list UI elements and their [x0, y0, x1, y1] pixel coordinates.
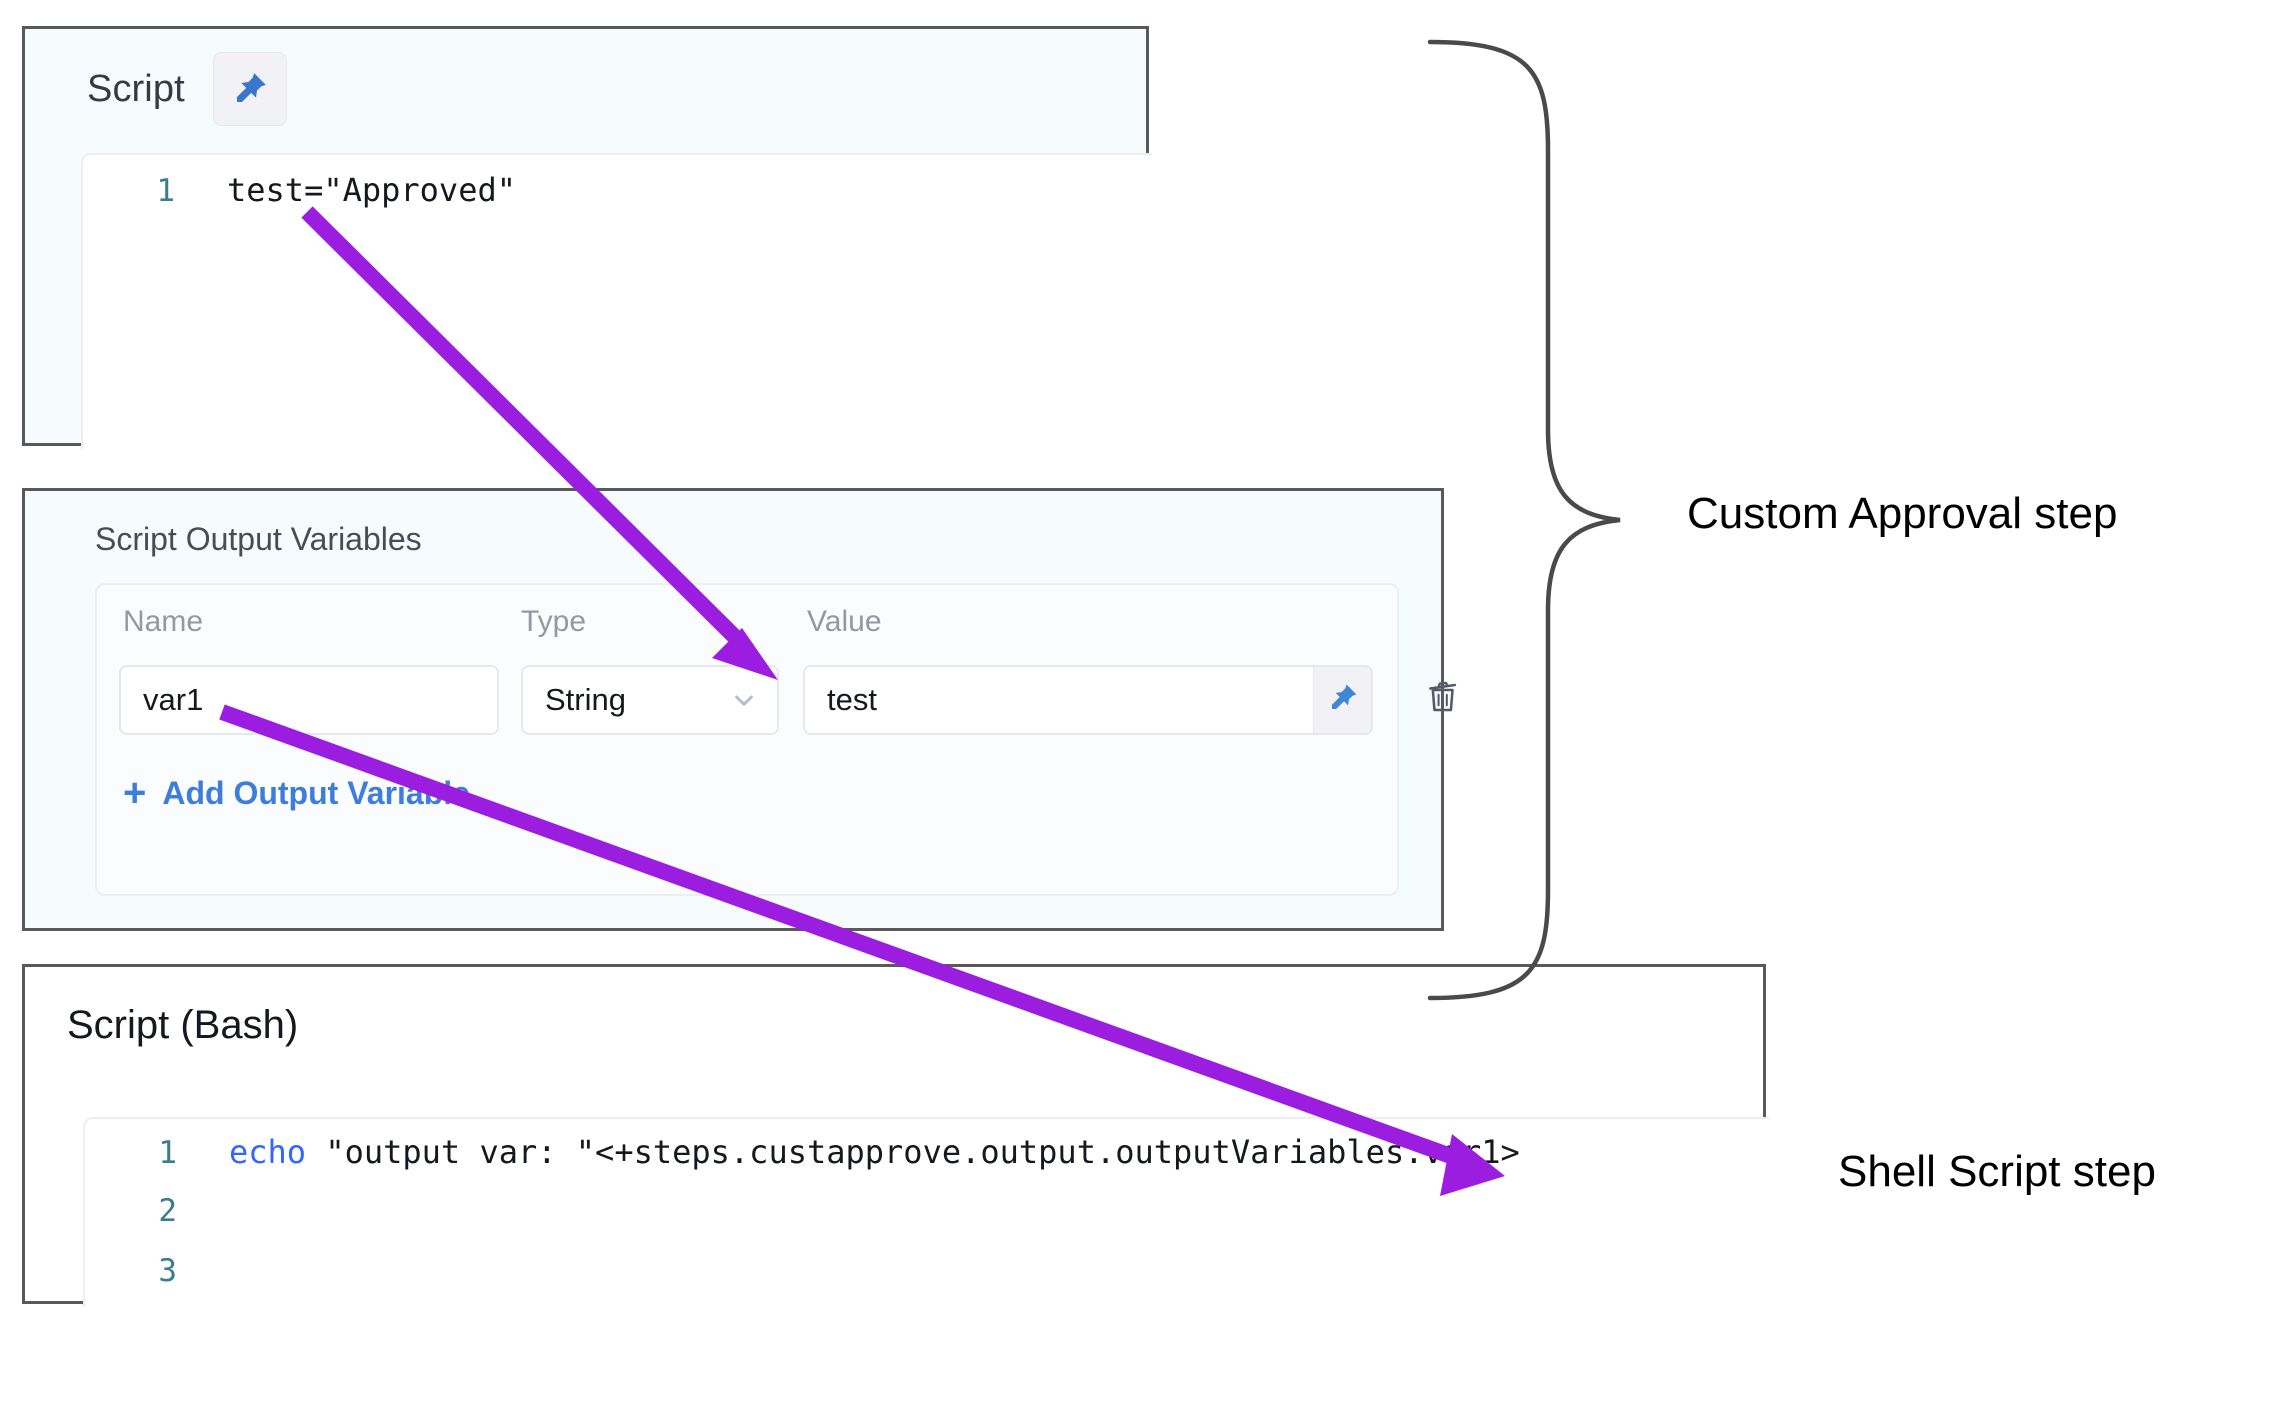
line-number: 3	[158, 1253, 177, 1289]
line-number: 1	[156, 173, 175, 209]
script-output-variables-panel: Script Output Variables Name Type Value …	[22, 488, 1457, 931]
pin-icon-button[interactable]	[212, 52, 287, 126]
bash-panel-title: Script (Bash)	[67, 1003, 299, 1047]
code-line: 1 test="Approved"	[83, 171, 1152, 225]
add-output-variable-label: Add Output Variable	[162, 774, 470, 811]
variable-type-value: String	[545, 682, 626, 717]
code-line: 3	[85, 1253, 1769, 1307]
code-line: 1 echo "output var: "<+steps.custapprove…	[85, 1133, 1769, 1187]
code-line: 2	[85, 1193, 1769, 1247]
chevron-down-icon	[729, 685, 759, 715]
bash-code-editor[interactable]: 1 echo "output var: "<+steps.custapprove…	[83, 1117, 1769, 1307]
custom-approval-step-label: Custom Approval step	[1687, 489, 2117, 538]
shell-script-step-label: Shell Script step	[1838, 1147, 2156, 1196]
trash-icon	[1424, 678, 1462, 721]
bash-script-panel: Script (Bash) 1 echo "output var: "<+ste…	[22, 964, 1769, 1307]
page-title: Script	[87, 67, 185, 110]
section-title: Script Output Variables	[95, 521, 422, 557]
curly-brace	[1427, 39, 1621, 1001]
table-row: var1 String test	[97, 665, 1457, 755]
variable-value-input[interactable]: test	[803, 665, 1313, 735]
code-keyword: echo	[229, 1133, 307, 1171]
pin-icon	[230, 69, 270, 109]
script-panel-header: Script	[25, 29, 1146, 149]
pin-icon	[1326, 681, 1360, 720]
delete-variable-button[interactable]	[1413, 669, 1473, 729]
line-number: 1	[158, 1135, 177, 1171]
code-text: test="Approved"	[227, 171, 516, 209]
column-header-type: Type	[521, 605, 587, 638]
code-rest: "output var: "<+steps.custapprove.output…	[306, 1133, 1520, 1171]
script-panel: Script 1 test="Approved"	[22, 26, 1152, 449]
table-header-row: Name Type Value	[97, 605, 1397, 655]
code-text: echo "output var: "<+steps.custapprove.o…	[229, 1133, 1520, 1171]
variable-type-select[interactable]: String	[521, 665, 779, 735]
line-number: 2	[158, 1193, 177, 1229]
column-header-value: Value	[807, 605, 882, 638]
value-pin-icon-button[interactable]	[1313, 665, 1373, 735]
plus-icon: +	[123, 771, 147, 815]
variable-name-input[interactable]: var1	[119, 665, 499, 735]
output-variables-table: Name Type Value var1 String test	[95, 583, 1457, 896]
column-header-name: Name	[123, 605, 204, 638]
add-output-variable-button[interactable]: + Add Output Variable	[123, 773, 470, 813]
script-code-editor[interactable]: 1 test="Approved"	[81, 153, 1152, 449]
